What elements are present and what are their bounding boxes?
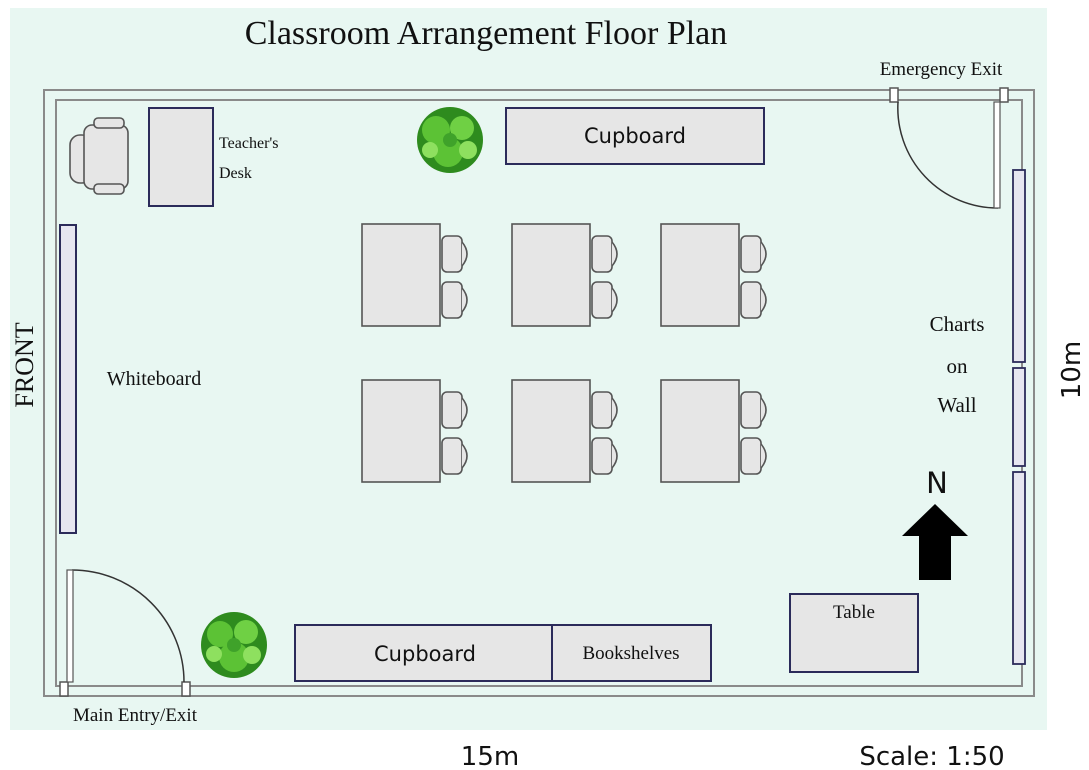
front-label: FRONT xyxy=(10,322,39,407)
bookshelves-label: Bookshelves xyxy=(582,643,679,664)
table-label: Table xyxy=(833,602,875,623)
cupboard-bottom-label: Cupboard xyxy=(374,642,476,666)
chair-icon xyxy=(69,117,129,195)
emergency-exit-label: Emergency Exit xyxy=(880,59,1003,80)
width-dimension-label: 15m xyxy=(461,742,519,770)
page-title: Classroom Arrangement Floor Plan xyxy=(245,15,728,52)
charts-label-line2: on xyxy=(947,354,969,378)
height-dimension-label: 10m xyxy=(1057,341,1087,399)
door-icon xyxy=(71,569,185,683)
scale-label: Scale: 1:50 xyxy=(859,742,1004,770)
teacher-desk-label-line2: Desk xyxy=(219,165,252,182)
door-icon xyxy=(897,101,999,209)
cupboard-top xyxy=(505,107,765,165)
charts-label-line1: Charts xyxy=(930,312,985,336)
bookshelves xyxy=(551,624,712,682)
plant-icon xyxy=(201,612,267,678)
whiteboard-label: Whiteboard xyxy=(107,368,201,390)
student-desk-group xyxy=(361,223,740,483)
teacher-desk-label-line1: Teacher's xyxy=(219,135,279,152)
wall-charts xyxy=(1012,169,1026,665)
main-entry-label: Main Entry/Exit xyxy=(73,705,198,726)
emergency-exit-door[interactable] xyxy=(889,87,1009,209)
outer-wall xyxy=(43,89,1035,697)
side-table xyxy=(789,593,919,673)
student-chairs xyxy=(441,235,767,475)
north-arrow-icon xyxy=(902,504,968,580)
whiteboard xyxy=(59,224,77,534)
main-entry-door[interactable] xyxy=(59,569,191,697)
cupboard-top-label: Cupboard xyxy=(584,124,686,148)
north-label: N xyxy=(926,466,948,500)
charts-label-line3: Wall xyxy=(937,393,976,417)
cupboard-bottom xyxy=(294,624,553,682)
plant-icon xyxy=(417,107,483,173)
teacher-desk xyxy=(148,107,214,207)
